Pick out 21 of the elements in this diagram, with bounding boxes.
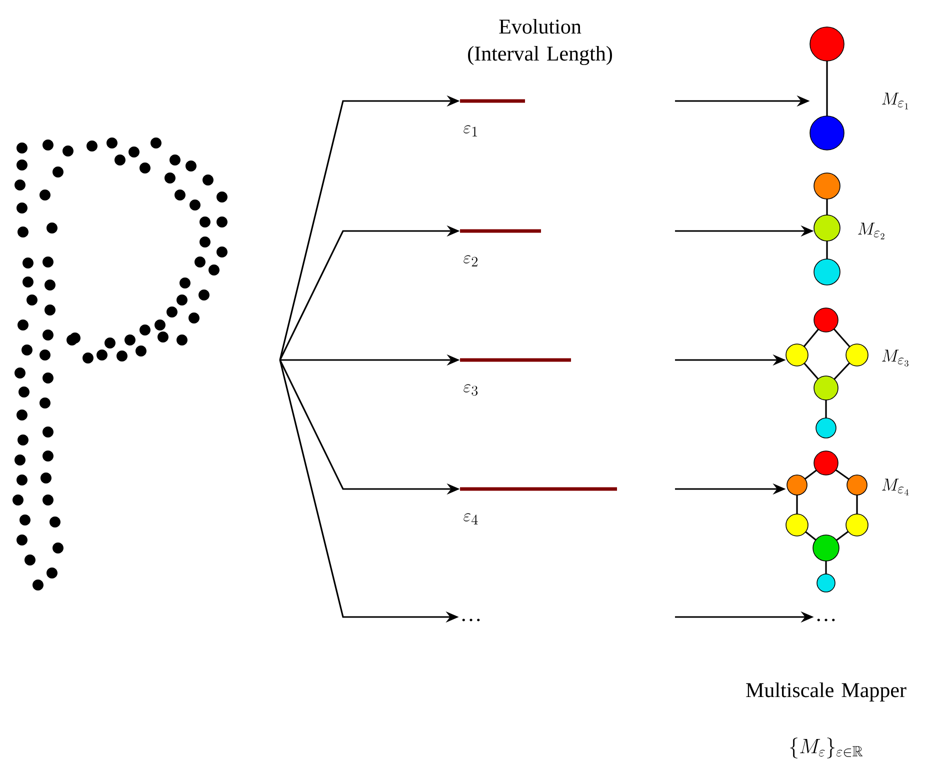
math-label: $\varepsilon_1$ xyxy=(464,125,478,136)
graph-drawing xyxy=(814,172,840,286)
math-label: $\varepsilon_4$ xyxy=(464,513,478,524)
interval-bar xyxy=(460,487,617,491)
graph-drawing xyxy=(786,450,868,592)
math-label: $M_{\varepsilon_4}$ xyxy=(882,478,909,496)
interval-bar xyxy=(460,229,541,233)
math-label: $M_{\varepsilon_1}$ xyxy=(882,92,908,110)
graph-drawing xyxy=(786,308,868,438)
column-heading: Evolution (Interval Length) xyxy=(468,18,612,66)
math-label: $M_{\varepsilon_2}$ xyxy=(858,222,884,240)
math-label: $\{M_\varepsilon\}_{\varepsilon\in\mathbb{R}}$ xyxy=(790,738,863,758)
math-label: $\varepsilon_3$ xyxy=(464,384,478,396)
interval-bar xyxy=(460,99,525,103)
ellipsis: … xyxy=(462,618,480,622)
column-heading: Multiscale Mapper xyxy=(746,682,906,702)
ellipsis: … xyxy=(817,618,835,622)
graph-drawing xyxy=(810,26,844,150)
math-label: $\varepsilon_2$ xyxy=(464,255,478,266)
interval-bar xyxy=(460,358,571,362)
math-label: $M_{\varepsilon_3}$ xyxy=(882,350,908,366)
